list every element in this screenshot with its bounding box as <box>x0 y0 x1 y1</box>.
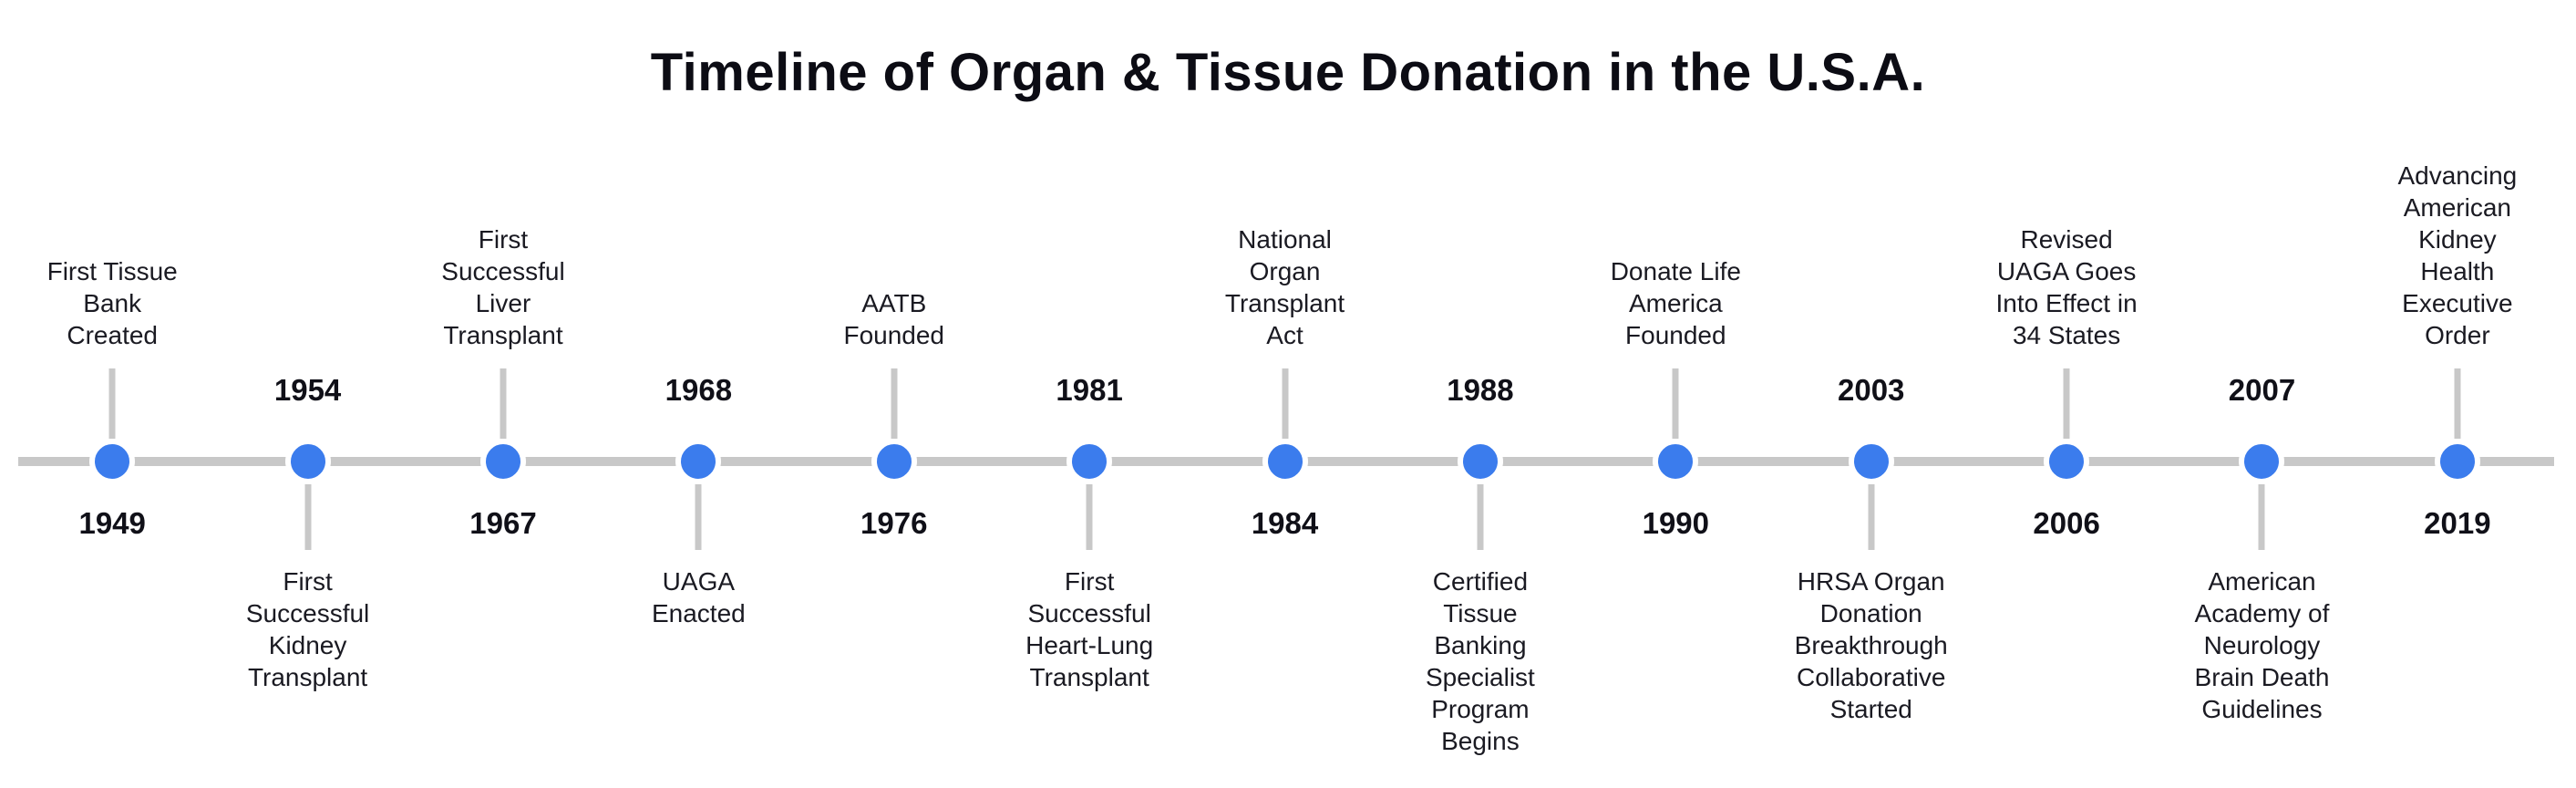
event-year: 1968 <box>665 373 733 407</box>
event-year: 1981 <box>1056 373 1123 407</box>
timeline-dot <box>1457 439 1503 484</box>
event-year: 2006 <box>2033 506 2100 540</box>
event-year: 1954 <box>273 373 342 407</box>
timeline-dot <box>1262 439 1308 484</box>
timeline-dot <box>1066 439 1113 484</box>
event-year: 1990 <box>1642 506 1710 540</box>
connector-line <box>1282 368 1289 439</box>
event-label: American Academy of Neurology Brain Deat… <box>2194 567 2330 723</box>
connector-line <box>304 484 312 550</box>
timeline-event-1954: 1954 First Successful Kidney Transplant <box>210 0 405 788</box>
event-label: UAGA Enacted <box>651 567 746 627</box>
timeline-dot <box>2044 439 2090 484</box>
connector-line <box>2454 368 2461 439</box>
timeline-event-2003: 2003 HRSA Organ Donation Breakthrough Co… <box>1774 0 1969 788</box>
timeline-dot <box>1848 439 1894 484</box>
event-label: First Successful Heart-Lung Transplant <box>1025 567 1154 691</box>
event-label: Advancing American Kidney Health Executi… <box>2397 161 2518 349</box>
connector-line <box>891 368 898 439</box>
timeline-event-1976: AATB Founded 1976 <box>797 0 992 788</box>
connector-line <box>500 368 507 439</box>
timeline-event-1984: National Organ Transplant Act 1984 <box>1187 0 1382 788</box>
event-year: 1988 <box>1447 373 1514 407</box>
connector-line <box>1477 484 1484 550</box>
event-year: 1967 <box>469 506 537 540</box>
connector-line <box>2063 368 2070 439</box>
timeline-dot <box>284 439 331 484</box>
event-label: AATB Founded <box>843 289 945 349</box>
event-year: 1976 <box>860 506 928 540</box>
timeline-dot <box>2239 439 2285 484</box>
timeline-event-1981: 1981 First Successful Heart-Lung Transpl… <box>992 0 1187 788</box>
event-year: 2019 <box>2424 506 2491 540</box>
timeline-event-2006: Revised UAGA Goes Into Effect in 34 Stat… <box>1969 0 2164 788</box>
event-label: Donate Life America Founded <box>1610 257 1741 349</box>
event-label: First Successful Kidney Transplant <box>245 567 370 691</box>
event-year: 2003 <box>1837 373 1905 407</box>
event-label: Revised UAGA Goes Into Effect in 34 Stat… <box>1995 225 2138 349</box>
timeline-event-2019: Advancing American Kidney Health Executi… <box>2360 0 2555 788</box>
timeline-dot <box>2434 439 2480 484</box>
page-title: Timeline of Organ & Tissue Donation in t… <box>650 42 1926 102</box>
event-label: HRSA Organ Donation Breakthrough Collabo… <box>1794 567 1948 723</box>
connector-line <box>2258 484 2265 550</box>
connector-line <box>1086 484 1093 550</box>
timeline-event-2007: 2007 American Academy of Neurology Brain… <box>2164 0 2359 788</box>
connector-line <box>1672 368 1679 439</box>
timeline-dot <box>675 439 722 484</box>
timeline: First Tissue Bank Created 1949 1954 Firs… <box>15 0 2555 788</box>
timeline-event-1988: 1988 Certified Tissue Banking Specialist… <box>1383 0 1578 788</box>
timeline-dot <box>89 439 136 484</box>
connector-line <box>695 484 702 550</box>
event-label: National Organ Transplant Act <box>1224 225 1345 349</box>
event-label: First Tissue Bank Created <box>46 257 178 349</box>
event-year: 2007 <box>2228 373 2296 407</box>
event-year: 1984 <box>1251 506 1319 540</box>
event-year: 1949 <box>78 506 146 540</box>
event-label: Certified Tissue Banking Specialist Prog… <box>1426 567 1535 755</box>
timeline-event-1968: 1968 UAGA Enacted <box>601 0 796 788</box>
timeline-event-1990: Donate Life America Founded 1990 <box>1578 0 1773 788</box>
connector-line <box>108 368 116 439</box>
timeline-dot <box>871 439 917 484</box>
event-label: First Successful Liver Transplant <box>441 225 565 349</box>
timeline-event-1949: First Tissue Bank Created 1949 <box>15 0 210 788</box>
connector-line <box>1868 484 1875 550</box>
timeline-dot <box>1653 439 1699 484</box>
timeline-event-1967: First Successful Liver Transplant 1967 <box>406 0 601 788</box>
timeline-dot <box>479 439 526 484</box>
